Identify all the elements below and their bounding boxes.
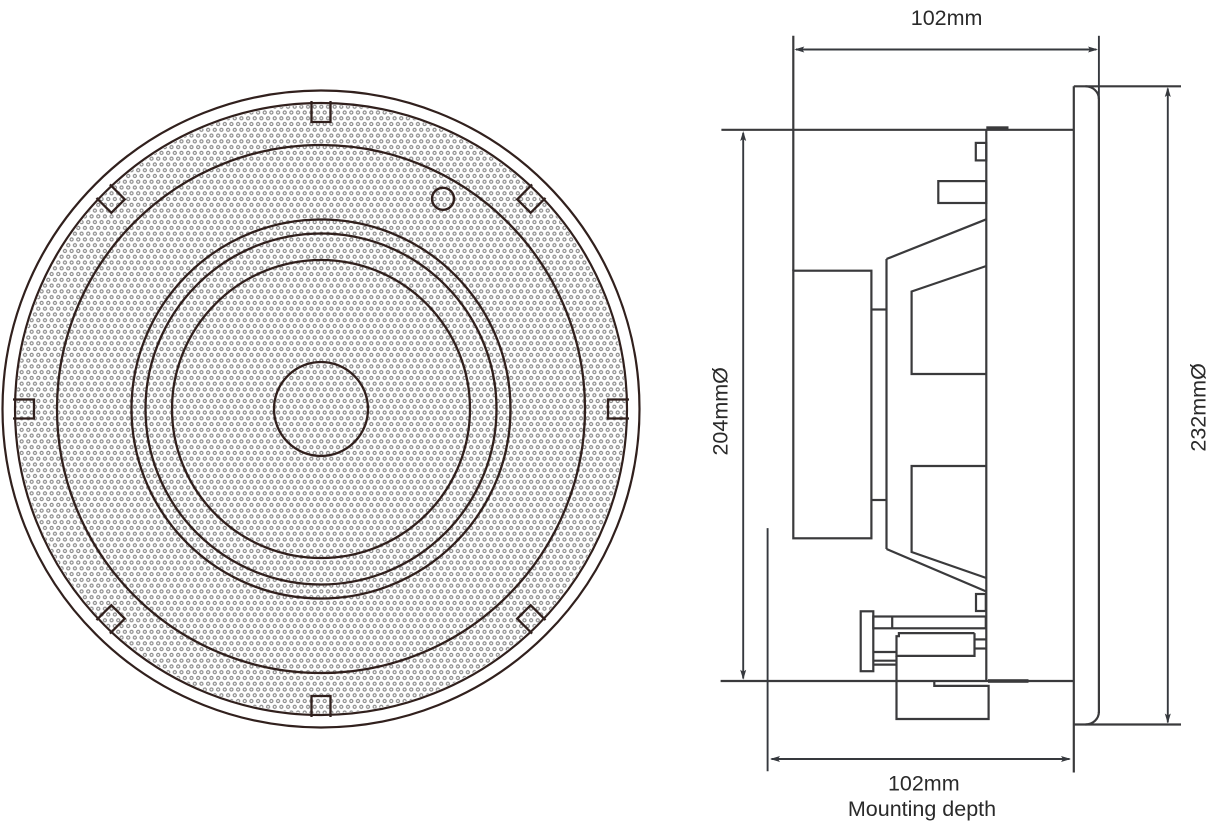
svg-text:Mounting depth: Mounting depth: [848, 797, 996, 821]
svg-text:102mm: 102mm: [888, 771, 960, 795]
svg-text:232mmØ: 232mmØ: [1187, 363, 1211, 451]
svg-text:204mmØ: 204mmØ: [708, 367, 732, 455]
svg-text:102mm: 102mm: [911, 6, 983, 30]
